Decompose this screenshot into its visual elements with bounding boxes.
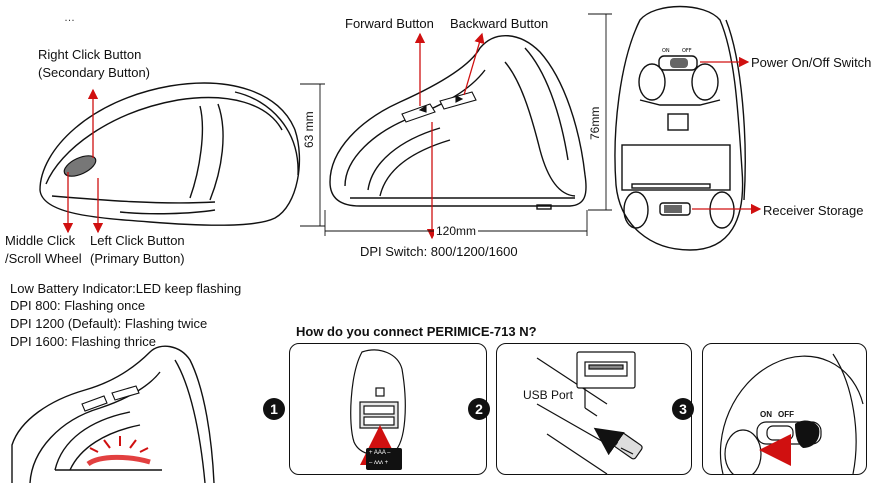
left-click-label: Left Click Button: [90, 233, 185, 248]
mouse-bottom-view: [614, 5, 746, 251]
step-3-panel: ON OFF: [702, 343, 867, 475]
height-side-label: 63 mm: [302, 111, 316, 148]
step-3-badge: 3: [672, 398, 694, 420]
side-buttons: [401, 91, 477, 123]
svg-text:ON: ON: [662, 48, 670, 54]
step-2-panel: USB Port: [496, 343, 692, 475]
length-label: 120mm: [434, 223, 479, 240]
mouse-side-view: [39, 82, 301, 226]
led-side-buttons: [81, 385, 140, 412]
led-info-line-3: DPI 1200 (Default): Flashing twice: [10, 316, 208, 331]
clipped-header-text: …: [64, 12, 75, 24]
backward-arrow: [463, 32, 485, 96]
dpi-switch-label: DPI Switch: 800/1200/1600: [360, 244, 518, 259]
height-front-label: 76mm: [588, 106, 602, 140]
forward-button-label: Forward Button: [345, 16, 434, 31]
step-3-illustration: [719, 353, 864, 474]
height-dimension-front: [588, 13, 612, 211]
middle-click-label: Middle Click: [5, 233, 76, 248]
mouse-profile-view: [329, 34, 587, 210]
mouse-led-view: [11, 345, 215, 483]
scroll-wheel-label: /Scroll Wheel: [5, 251, 82, 266]
power-switch-slider: [670, 58, 688, 68]
power-switch-label: Power On/Off Switch: [751, 55, 872, 70]
svg-text:OFF: OFF: [682, 48, 692, 54]
height-dimension-side: [300, 83, 325, 227]
battery-label-top: + AAA –: [369, 450, 391, 456]
step-1-illustration: [350, 349, 406, 470]
receiver-storage-label: Receiver Storage: [763, 203, 864, 218]
usb-port-label: USB Port: [523, 388, 574, 402]
left-click-sub-label: (Primary Button): [90, 251, 185, 266]
step-2-badge: 2: [468, 398, 490, 420]
scroll-wheel: [63, 155, 97, 177]
right-click-label: Right Click Button: [38, 47, 142, 62]
led-info-line-2: DPI 800: Flashing once: [10, 298, 146, 313]
connect-title: How do you connect PERIMICE-713 N?: [296, 324, 537, 339]
led-flash-icon: [86, 436, 151, 467]
right-click-sub-label: (Secondary Button): [38, 65, 151, 80]
led-info-line-1: Low Battery Indicator:LED keep flashing: [10, 281, 242, 296]
step-1-panel: + AAA – – ʌʌʌ +: [289, 343, 487, 475]
switch-on-label: ON: [760, 410, 772, 419]
step-2-illustration: [536, 351, 643, 474]
battery-label-bottom: – ʌʌʌ +: [369, 460, 389, 466]
receiver-slot: [664, 205, 682, 213]
led-info-line-4: DPI 1600: Flashing thrice: [10, 334, 156, 349]
switch-off-label: OFF: [778, 410, 794, 419]
backward-button-label: Backward Button: [450, 16, 549, 31]
step-1-badge: 1: [263, 398, 285, 420]
